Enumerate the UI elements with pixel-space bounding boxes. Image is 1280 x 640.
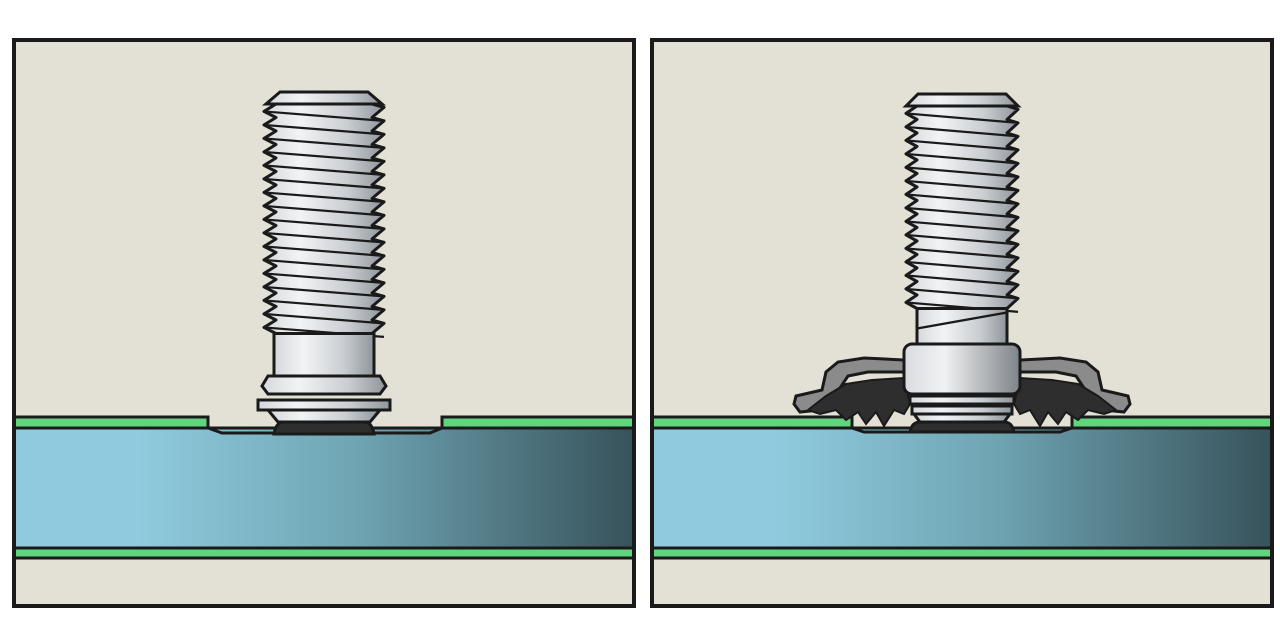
thread-crest: [263, 204, 385, 217]
flange-ring: [260, 374, 388, 396]
panel-frame: [650, 38, 1274, 608]
flange-base: [264, 408, 384, 424]
thread-crest: [905, 139, 1019, 151]
thread-crest: [263, 299, 385, 311]
top-coating-right: [440, 415, 636, 430]
thread-crest: [263, 312, 385, 325]
thread-crest: [263, 110, 385, 122]
base-plate: [650, 426, 1274, 550]
panel-before: [12, 38, 636, 608]
upset-collar: [902, 342, 1022, 396]
thread-crest: [263, 272, 385, 284]
thread-crest: [263, 285, 385, 298]
stud-tip: [261, 90, 387, 106]
thread-crest: [263, 150, 385, 163]
thread-crest: [905, 206, 1019, 219]
thread-crest: [263, 123, 385, 136]
weld-fillet-left: [805, 376, 912, 428]
thread-crest: [263, 137, 385, 149]
thread-crest: [905, 125, 1019, 138]
thread-crest: [905, 260, 1019, 273]
thread-crest: [905, 287, 1019, 300]
thread-crest: [905, 152, 1019, 165]
bottom-coating: [12, 546, 636, 560]
thread-crest: [905, 193, 1019, 205]
thread-crest: [263, 177, 385, 190]
thread-runout: [916, 311, 1008, 330]
thread-profile: [904, 104, 1020, 310]
thread-crest: [905, 247, 1019, 259]
base-plate: [12, 426, 636, 550]
arc-tip: [272, 420, 376, 436]
thread-crest: [263, 218, 385, 230]
thread-crest: [263, 164, 385, 176]
weld-fillet-right: [1012, 376, 1119, 428]
threaded-stud: [256, 90, 392, 436]
thread-profile: [262, 102, 386, 335]
top-coating-right: [1070, 415, 1274, 430]
thread-crest: [263, 245, 385, 257]
thread-crest: [905, 179, 1019, 192]
thread-crest: [263, 231, 385, 244]
thread-crest: [263, 258, 385, 271]
thread-crest: [905, 220, 1019, 232]
stud-neck: [272, 332, 376, 378]
bottom-coating: [650, 546, 1274, 560]
threaded-stud-welded: [902, 92, 1022, 434]
fused-weld-zone: [908, 420, 1016, 434]
panel-frame: [12, 38, 636, 608]
thread-crest: [263, 191, 385, 203]
thread-crest: [905, 274, 1019, 286]
thread-crest: [905, 166, 1019, 178]
stud-tip: [902, 92, 1022, 108]
panel-after: [650, 38, 1274, 608]
top-coating-left: [12, 415, 210, 430]
flange-ring: [908, 394, 1016, 406]
top-coating-left: [650, 415, 854, 430]
thread-crest: [905, 112, 1019, 124]
thread-crest: [905, 233, 1019, 246]
